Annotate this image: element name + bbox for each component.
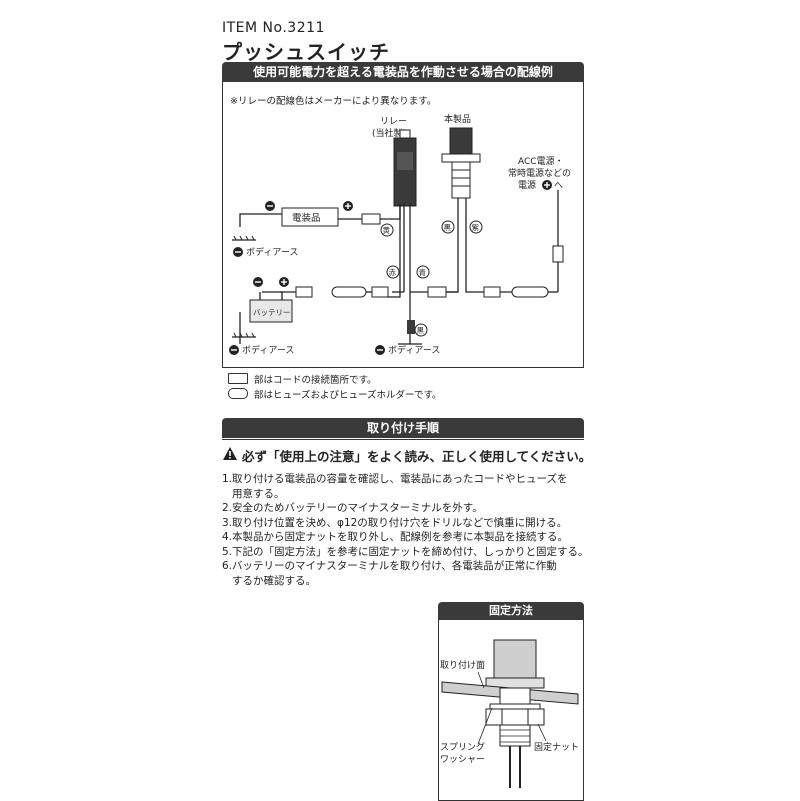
- fixing-section-heading: 固定方法: [438, 602, 584, 620]
- legend-connector-swatch: [228, 373, 248, 384]
- wiring-diagram: ※リレーの配線色はメーカーにより異なります。 リレー (当社製) 本製品 ACC…: [229, 95, 571, 356]
- list-item: 2.安全のためバッテリーのマイナスターミナルを外す。: [222, 502, 483, 514]
- svg-text:黒: 黒: [444, 223, 452, 232]
- install-steps-list: 1.取り付ける電装品の容量を確認し、電装品にあったコードやヒューズを 用意する。…: [222, 472, 592, 588]
- svg-text:紫: 紫: [472, 223, 480, 232]
- relay-color-note: ※リレーの配線色はメーカーにより異なります。: [230, 95, 436, 107]
- connector: [407, 320, 415, 334]
- fixing-nut: [485, 708, 545, 726]
- plus-icon: [279, 277, 289, 287]
- spring-washer-label-line1: スプリング: [440, 741, 485, 753]
- connector: [427, 286, 447, 298]
- minus-icon: [233, 247, 243, 257]
- warning-icon: [223, 447, 237, 460]
- battery-box: [249, 299, 293, 323]
- body-earth-label-3: ボディアース: [388, 344, 440, 356]
- wire-color-black-badge: 黒: [441, 220, 455, 234]
- connector: [361, 213, 381, 225]
- legend-fuse-swatch: [228, 388, 248, 399]
- warning-text: 必ず「使用上の注意」をよく読み、正しく使用してください。: [242, 449, 592, 464]
- product-label: 本製品: [444, 113, 471, 125]
- list-item: 3.取り付け位置を決め、φ12の取り付け穴をドリルなどで慎重に開ける。: [222, 516, 568, 529]
- list-item: 6.バッテリーのマイナスターミナルを取り付け、各電装品が正常に作動: [222, 560, 557, 572]
- battery-label: バッテリー: [253, 308, 291, 317]
- svg-text:赤: 赤: [389, 268, 397, 277]
- wiring-diagram-frame: [222, 82, 584, 368]
- acc-suffix: へ: [554, 181, 563, 191]
- wiring-section-heading: 使用可能電力を超える電装品を作動させる場合の配線例: [222, 62, 584, 82]
- wire-color-red-badge: 赤: [386, 265, 400, 279]
- push-switch-icon: [441, 127, 481, 199]
- spring-washer: [489, 703, 541, 710]
- device-box: [281, 207, 339, 227]
- fixing-nut-label: 固定ナット: [534, 741, 579, 753]
- fuse-holder: [331, 286, 367, 298]
- wire-color-black-badge: 黒: [414, 323, 428, 337]
- page-title: プッシュスイッチ: [222, 40, 390, 64]
- minus-icon: [229, 345, 239, 355]
- relay-sub-label: (当社製): [372, 127, 406, 139]
- fuse-holder: [511, 286, 549, 298]
- svg-text:黄: 黄: [383, 225, 391, 235]
- spring-washer-label-line2: ワッシャー: [440, 755, 485, 765]
- acc-label-line3: 電源: [518, 180, 536, 191]
- plus-icon: [542, 180, 552, 190]
- install-section-heading: 取り付け手順: [222, 418, 584, 438]
- wire-color-blue-badge: 青: [416, 265, 430, 279]
- relay-label: リレー: [380, 117, 407, 127]
- svg-text:黒: 黒: [417, 326, 425, 335]
- connector: [371, 286, 389, 298]
- list-item: するか確認する。: [222, 574, 317, 587]
- body-earth-label-2: ボディアース: [242, 344, 294, 356]
- fixing-diagram: 取り付け面 スプリング ワッシャー 固定ナット: [440, 639, 579, 788]
- minus-icon: [265, 201, 275, 211]
- relay-icon: [393, 129, 417, 207]
- list-item: 1.取り付ける電装品の容量を確認し、電装品にあったコードやヒューズを: [222, 473, 568, 485]
- ground-symbol: [232, 235, 256, 241]
- connector: [483, 286, 501, 298]
- legend-fuse-text: 部はヒューズおよびヒューズホルダーです。: [254, 390, 442, 401]
- item-number: ITEM No.3211: [222, 20, 325, 36]
- mounting-surface-label: 取り付け面: [440, 660, 485, 671]
- body-earth-label-1: ボディアース: [246, 246, 298, 258]
- minus-icon: [253, 277, 263, 287]
- connector: [295, 286, 313, 298]
- device-label: 電装品: [292, 212, 321, 224]
- minus-icon: [375, 345, 385, 355]
- plus-icon: [343, 201, 353, 211]
- list-item: 4.本製品から固定ナットを取り外し、配線例を参考に本製品を接続する。: [222, 531, 569, 543]
- legend-connector-text: 部はコードの接続箇所です。: [254, 375, 377, 386]
- svg-text:青: 青: [419, 267, 427, 277]
- list-item: 5.下記の「固定方法」を参考に固定ナットを締め付け、しっかりと固定する。: [222, 545, 589, 558]
- ground-symbol: [232, 332, 256, 338]
- install-section-divider: [222, 439, 584, 440]
- acc-label-line1: ACC電源・: [518, 156, 564, 167]
- wire-color-purple-badge: 紫: [469, 220, 483, 234]
- acc-label-line2: 常時電源などの: [508, 167, 571, 179]
- list-item: 用意する。: [222, 487, 285, 500]
- connector: [552, 245, 564, 263]
- wire-color-yellow-badge: 黄: [380, 223, 394, 237]
